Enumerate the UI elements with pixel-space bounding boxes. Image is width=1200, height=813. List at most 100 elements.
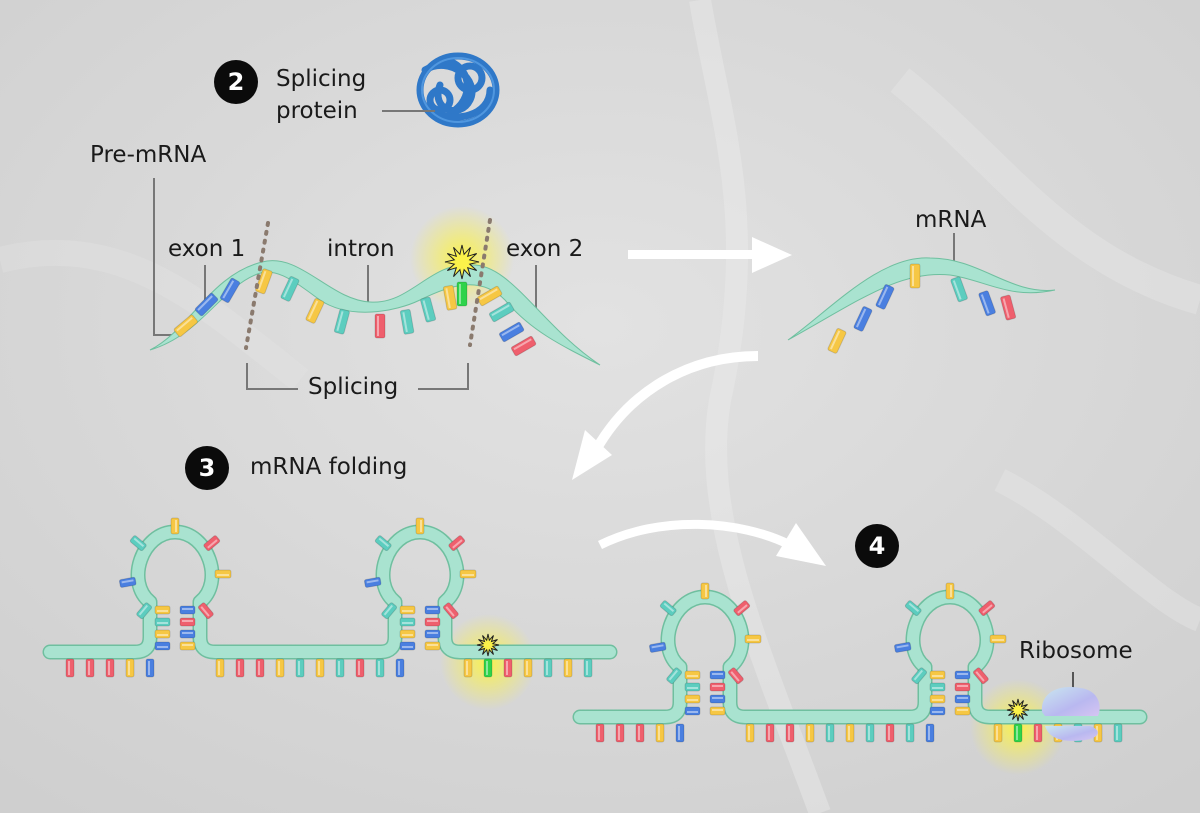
nucleotide-base [989,634,1007,644]
folded-mrna-step4 [572,582,1148,775]
nucleotide-base [583,658,593,678]
nucleotide-base [399,617,416,627]
splicing-bracket [246,363,298,390]
nucleotide-base [415,517,425,535]
nucleotide-base [978,290,996,317]
nucleotide-base [154,617,171,627]
nucleotide-base [765,723,775,743]
nucleotide-base [399,605,416,615]
nucleotide-base [543,658,553,678]
nucleotide-base [255,268,273,295]
nucleotide-base [424,605,441,615]
nucleotide-base [456,281,468,307]
nucleotide-base [911,667,928,685]
splice-site-star-icon [444,244,480,280]
nucleotide-base [595,723,605,743]
pre-mrna-strand [149,260,601,366]
nucleotide-base [463,658,473,678]
nucleotide-base [170,517,180,535]
splicing-protein-icon [416,52,500,128]
nucleotide-base [173,314,198,337]
splice-cut-line-right [468,218,492,347]
nucleotide-base [950,276,968,303]
nucleotide-base [684,682,701,692]
nucleotide-base [684,706,701,716]
nucleotide-base [993,723,1003,743]
nucleotide-base [733,600,751,617]
arrow-to-translation [597,519,826,566]
splicing-label: Splicing [308,374,399,400]
splice-cut-line-left [244,221,270,350]
nucleotide-base [136,602,153,620]
nucleotide-base [442,602,459,620]
nucleotide-base [498,321,525,343]
folded-mrna-step3 [42,517,618,710]
nucleotide-base [1113,723,1123,743]
nucleotide-base [805,723,815,743]
nucleotide-base [125,658,135,678]
nucleotide-base [875,284,895,310]
nucleotide-base [659,600,677,617]
mrna-strand [787,257,1056,341]
nucleotide-base [709,670,726,680]
nucleotide-base [909,263,921,289]
nucleotide-base [448,535,466,552]
nucleotide-base [203,535,221,552]
nucleotide-base [503,658,513,678]
nucleotide-base [215,658,225,678]
nucleotide-base [197,602,214,620]
splicing-protein-label-line1: Splicing [276,66,367,92]
step-4-badge: 4 [855,524,899,568]
nucleotide-base [845,723,855,743]
nucleotide-base [145,658,155,678]
nucleotide-base [295,658,305,678]
nucleotide-base [684,670,701,680]
nucleotide-base [954,682,971,692]
nucleotide-base [424,617,441,627]
nucleotide-base [825,723,835,743]
step-2-badge: 2 [214,60,258,104]
nucleotide-base [219,277,241,304]
nucleotide-base [904,600,922,617]
nucleotide-base [709,706,726,716]
exon2-label: exon 2 [506,236,584,262]
nucleotide-base [954,706,971,716]
mrna-label: mRNA [915,207,987,233]
nucleotide-base [905,723,915,743]
nucleotide-base [972,667,989,685]
nucleotide-base [179,617,196,627]
nucleotide-base [978,600,996,617]
nucleotide-base [154,605,171,615]
nucleotide-base [280,276,300,302]
nucleotide-base [381,602,398,620]
nucleotide-base [335,658,345,678]
nucleotide-base [118,576,137,588]
nucleotide-base [727,667,744,685]
nucleotide-base [945,582,955,600]
nucleotide-base [1000,294,1017,321]
nucleotide-base [785,723,795,743]
nucleotide-base [399,308,415,335]
nucleotide-base [666,667,683,685]
nucleotide-base [635,723,645,743]
nucleotide-base [865,723,875,743]
intron-label: intron [327,236,395,262]
mrna-folding-label: mRNA folding [250,454,408,480]
arrow-to-mrna [628,237,792,273]
nucleotide-base [214,569,232,579]
nucleotide-base [925,723,935,743]
nucleotide-base [420,296,437,323]
nucleotide-base [929,706,946,716]
exon1-label: exon 1 [168,236,246,262]
nucleotide-base [355,658,365,678]
nucleotide-base [684,694,701,704]
nucleotide-base [648,641,667,653]
nucleotide-base [744,634,762,644]
nucleotide-base [476,285,503,307]
nucleotide-base [893,641,912,653]
nucleotide-base [929,682,946,692]
nucleotide-base [442,284,458,311]
nucleotide-base [488,301,515,323]
ribosome-label: Ribosome [1019,638,1133,664]
